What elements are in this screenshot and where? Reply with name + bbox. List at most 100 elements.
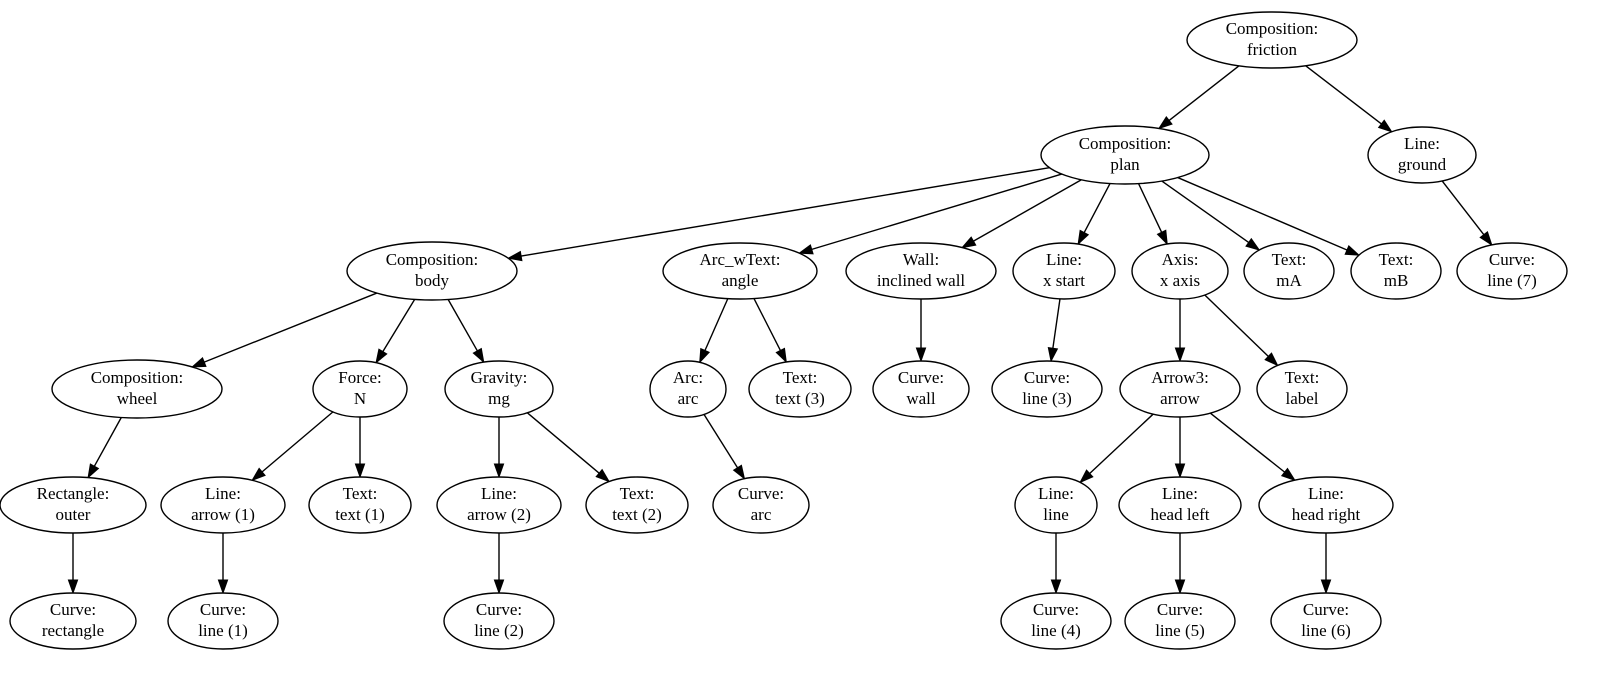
graph-node-mA[interactable]: Text:mA [1243, 242, 1335, 300]
arrowhead-icon [1174, 579, 1186, 595]
graph-node-friction[interactable]: Composition:friction [1186, 11, 1358, 69]
node-ellipse[interactable] [1186, 11, 1358, 69]
edge-shaft [521, 166, 1050, 257]
node-type-label: Text: [1285, 368, 1320, 387]
graph-node-ground[interactable]: Line:ground [1367, 126, 1477, 184]
graph-edge [526, 412, 611, 483]
graph-node-text3[interactable]: Text:text (3) [748, 360, 852, 418]
graph-node-rect_curve[interactable]: Curve:rectangle [9, 592, 137, 650]
graph-edge [87, 417, 122, 479]
graph-node-line5[interactable]: Curve:line (5) [1124, 592, 1236, 650]
graph-edge [506, 166, 1050, 262]
graph-node-body[interactable]: Composition:body [346, 241, 518, 301]
node-ellipse[interactable] [1131, 242, 1229, 300]
node-name-label: line (7) [1487, 271, 1537, 290]
graph-node-inclined_wall[interactable]: Wall:inclined wall [845, 242, 997, 300]
node-ellipse[interactable] [1118, 476, 1242, 534]
graph-node-text1[interactable]: Text:text (1) [308, 476, 412, 534]
node-ellipse[interactable] [1256, 360, 1348, 418]
node-ellipse[interactable] [1243, 242, 1335, 300]
graph-node-x_axis[interactable]: Axis:x axis [1131, 242, 1229, 300]
node-ellipse[interactable] [308, 476, 412, 534]
graph-node-head_left[interactable]: Line:head left [1118, 476, 1242, 534]
graph-node-angle[interactable]: Arc_wText:angle [662, 242, 818, 300]
node-ellipse[interactable] [51, 359, 223, 419]
edge-shaft [1052, 298, 1061, 349]
node-ellipse[interactable] [1367, 126, 1477, 184]
graph-node-wall_curve[interactable]: Curve:wall [872, 360, 970, 418]
node-ellipse[interactable] [748, 360, 852, 418]
node-ellipse[interactable] [1000, 592, 1112, 650]
graph-node-label[interactable]: Text:label [1256, 360, 1348, 418]
arrowhead-icon [506, 250, 523, 262]
graph-node-line_line[interactable]: Line:line [1014, 476, 1098, 534]
graph-node-plan[interactable]: Composition:plan [1040, 125, 1210, 185]
node-ellipse[interactable] [1119, 360, 1241, 418]
graph-node-force_N[interactable]: Force:N [312, 360, 408, 418]
node-ellipse[interactable] [1258, 476, 1394, 534]
graph-node-outer[interactable]: Rectangle:outer [0, 476, 147, 534]
node-ellipse[interactable] [444, 360, 554, 418]
node-ellipse[interactable] [167, 592, 279, 650]
edge-shaft [1209, 412, 1286, 473]
node-name-label: head left [1151, 505, 1210, 524]
node-ellipse[interactable] [872, 360, 970, 418]
graph-edge [1320, 533, 1332, 595]
graph-node-arrow2[interactable]: Line:arrow (2) [436, 476, 562, 534]
node-ellipse[interactable] [585, 476, 689, 534]
arrowhead-icon [595, 468, 611, 483]
graph-edge [67, 533, 79, 595]
graph-node-line7[interactable]: Curve:line (7) [1456, 242, 1568, 300]
graph-node-arc_curve[interactable]: Curve:arc [712, 476, 810, 534]
graph-edge [1174, 533, 1186, 595]
node-ellipse[interactable] [0, 476, 147, 534]
graph-node-line2[interactable]: Curve:line (2) [443, 592, 555, 650]
node-ellipse[interactable] [1456, 242, 1568, 300]
node-ellipse[interactable] [991, 360, 1103, 418]
node-ellipse[interactable] [1012, 242, 1116, 300]
node-ellipse[interactable] [1350, 242, 1442, 300]
graph-edge [1157, 65, 1240, 130]
edges-layer [67, 65, 1493, 595]
graph-node-mB[interactable]: Text:mB [1350, 242, 1442, 300]
graph-edge [493, 417, 505, 479]
graph-node-text2[interactable]: Text:text (2) [585, 476, 689, 534]
graph-node-x_start[interactable]: Line:x start [1012, 242, 1116, 300]
node-ellipse[interactable] [662, 242, 818, 300]
graph-node-line6[interactable]: Curve:line (6) [1270, 592, 1382, 650]
node-name-label: mB [1384, 271, 1409, 290]
node-ellipse[interactable] [436, 476, 562, 534]
graph-edge [447, 299, 485, 364]
edge-shaft [973, 179, 1082, 242]
node-ellipse[interactable] [160, 476, 286, 534]
node-ellipse[interactable] [649, 360, 727, 418]
node-type-label: Curve: [200, 600, 246, 619]
graph-edge [1204, 294, 1279, 367]
node-ellipse[interactable] [312, 360, 408, 418]
node-ellipse[interactable] [9, 592, 137, 650]
node-ellipse[interactable] [1014, 476, 1098, 534]
node-ellipse[interactable] [845, 242, 997, 300]
graph-node-head_right[interactable]: Line:head right [1258, 476, 1394, 534]
node-ellipse[interactable] [443, 592, 555, 650]
node-type-label: Line: [205, 484, 241, 503]
node-ellipse[interactable] [1270, 592, 1382, 650]
graph-node-arrow1[interactable]: Line:arrow (1) [160, 476, 286, 534]
node-ellipse[interactable] [346, 241, 518, 301]
graph-node-wheel[interactable]: Composition:wheel [51, 359, 223, 419]
graph-node-gravity_mg[interactable]: Gravity:mg [444, 360, 554, 418]
graph-node-line3[interactable]: Curve:line (3) [991, 360, 1103, 418]
node-name-label: x start [1043, 271, 1085, 290]
arrowhead-icon [493, 579, 505, 595]
graph-node-line4[interactable]: Curve:line (4) [1000, 592, 1112, 650]
edge-shaft [1089, 413, 1154, 475]
graph-node-arc[interactable]: Arc:arc [649, 360, 727, 418]
graph-node-arrow3[interactable]: Arrow3:arrow [1119, 360, 1241, 418]
arrowhead-icon [1344, 244, 1361, 256]
node-ellipse[interactable] [1040, 125, 1210, 185]
node-type-label: Gravity: [471, 368, 528, 387]
node-type-label: Composition: [386, 250, 479, 269]
node-ellipse[interactable] [1124, 592, 1236, 650]
graph-node-line1[interactable]: Curve:line (1) [167, 592, 279, 650]
node-ellipse[interactable] [712, 476, 810, 534]
